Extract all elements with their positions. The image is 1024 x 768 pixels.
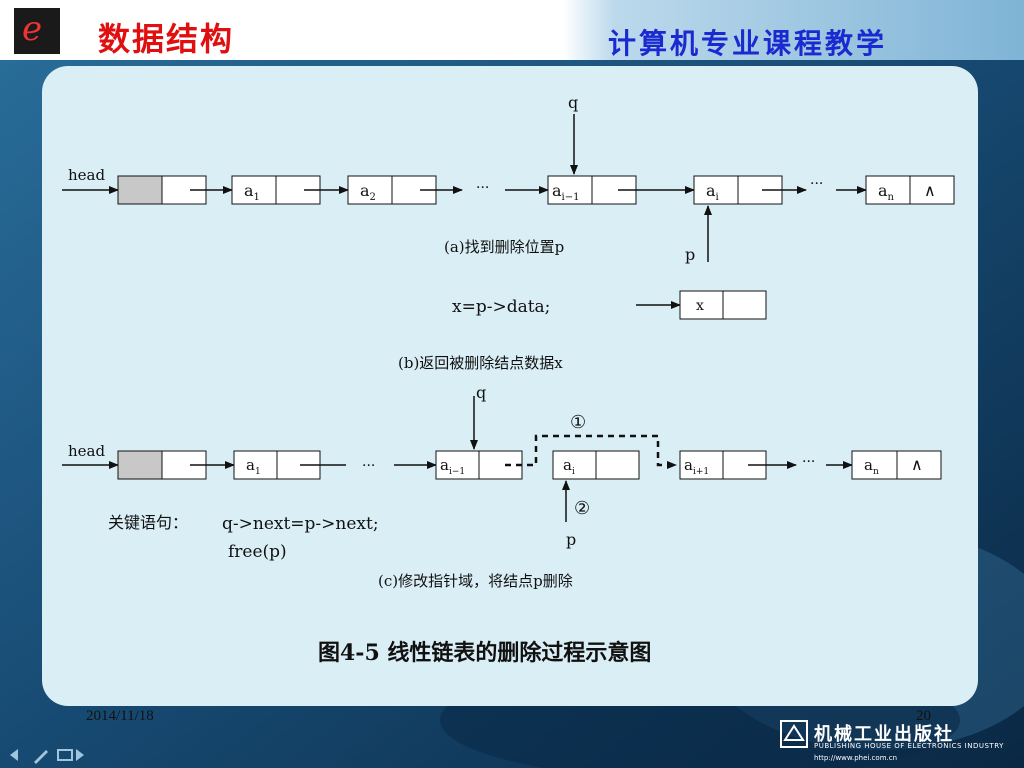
statement-b: x=p->data; bbox=[452, 297, 550, 317]
node-ai-a: ai bbox=[693, 175, 783, 205]
node-ai-c: ai bbox=[552, 450, 640, 480]
part-a: head a1 a2 ··· ai−1 ai bbox=[62, 93, 955, 264]
publisher-name-en: PUBLISHING HOUSE OF ELECTRONICS INDUSTRY bbox=[814, 742, 1004, 750]
p-label-a: p bbox=[685, 245, 695, 264]
code-line-1: q->next=p->next; bbox=[222, 514, 379, 534]
nav-forward-icon[interactable] bbox=[76, 749, 84, 761]
new-pointer-dashed bbox=[505, 434, 677, 469]
caption-c: (c)修改指针域，将结点p删除 bbox=[378, 572, 573, 590]
page-number: 20 bbox=[916, 708, 931, 724]
part-b: x=p->data; x (b)返回被删除结点数据x bbox=[398, 290, 767, 372]
figure-caption: 图4-5 线性链表的删除过程示意图 bbox=[318, 640, 651, 666]
caption-b: (b)返回被删除结点数据x bbox=[398, 354, 563, 372]
part-c: head a1 ··· ai−1 ai ① bbox=[62, 383, 942, 590]
null-symbol: ∧ bbox=[911, 455, 923, 474]
pen-icon[interactable] bbox=[34, 750, 48, 764]
node-an-c: an ∧ bbox=[851, 450, 942, 480]
caption-a: (a)找到删除位置p bbox=[444, 238, 564, 256]
slideshow-nav bbox=[10, 749, 84, 764]
null-symbol: ∧ bbox=[924, 181, 936, 200]
svg-text:e: e bbox=[22, 9, 42, 49]
publisher-emblem-icon bbox=[780, 720, 808, 748]
step2-marker: ② bbox=[574, 498, 590, 519]
ellipsis: ··· bbox=[362, 458, 375, 474]
node-x-label: x bbox=[696, 298, 704, 314]
e-logo-icon: e bbox=[14, 8, 60, 54]
node-a1-a: a1 bbox=[231, 175, 321, 205]
q-label-c: q bbox=[476, 383, 486, 402]
slide-title: 数据结构 bbox=[98, 20, 235, 58]
publisher-logo: 机械工业出版社 PUBLISHING HOUSE OF ELECTRONICS … bbox=[780, 718, 1020, 766]
node-an-a: an ∧ bbox=[865, 175, 955, 205]
ellipsis: ··· bbox=[476, 180, 489, 196]
node-x-b: x bbox=[679, 290, 767, 320]
step1-marker: ① bbox=[570, 412, 586, 433]
key-statement-label: 关键语句： bbox=[108, 513, 188, 532]
publisher-name-cn: 机械工业出版社 bbox=[814, 724, 954, 745]
ellipsis: ··· bbox=[802, 454, 815, 470]
footer-date: 2014/11/18 bbox=[86, 708, 154, 724]
q-label-a: q bbox=[568, 93, 578, 112]
head-label-c: head bbox=[68, 442, 105, 460]
head-node-a bbox=[117, 175, 207, 205]
course-subtitle: 计算机专业课程教学 bbox=[608, 27, 888, 60]
content-panel bbox=[42, 66, 978, 706]
code-line-2: free(p) bbox=[228, 542, 287, 562]
node-ai-c-label: ai bbox=[563, 456, 575, 477]
ellipsis: ··· bbox=[810, 176, 823, 192]
publisher-url: http://www.phei.com.cn bbox=[814, 754, 898, 762]
head-label-a: head bbox=[68, 166, 105, 184]
menu-icon[interactable] bbox=[57, 749, 73, 761]
nav-back-icon[interactable] bbox=[10, 749, 18, 761]
p-label-c: p bbox=[566, 530, 576, 549]
node-a1-c: a1 bbox=[233, 450, 321, 480]
